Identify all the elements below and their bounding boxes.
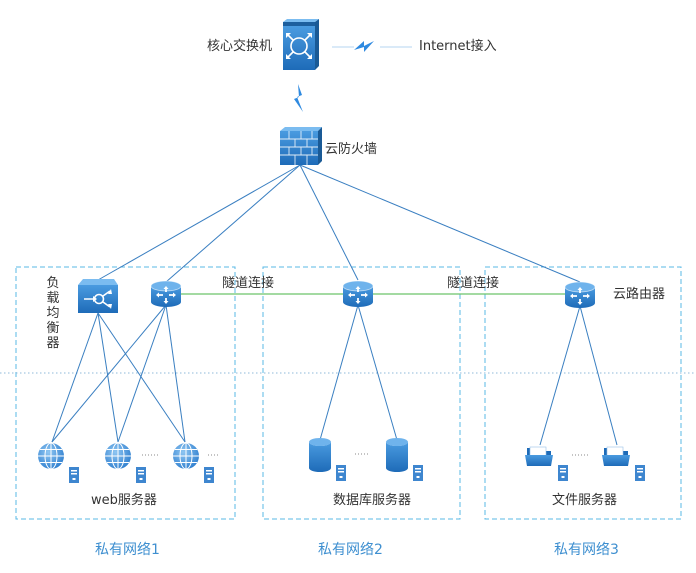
zone-private-network-3 (484, 266, 682, 520)
web-servers (37, 442, 218, 483)
server-tower-icon (204, 467, 214, 483)
core-switch-label: 核心交换机 (207, 39, 273, 54)
connection-lines (51, 164, 618, 446)
tunnel-label-1: 隧道连接 (222, 276, 275, 291)
folder-icon (524, 446, 554, 467)
load-balancer-label: 负载均衡器 (46, 276, 60, 351)
firewall-icon (280, 127, 322, 165)
zone-private-network-2 (262, 266, 461, 520)
private-network-3-label: 私有网络3 (554, 542, 619, 558)
globe-icon (104, 442, 132, 470)
server-tower-icon (558, 465, 568, 481)
router-icon (342, 280, 374, 308)
database-icon (386, 438, 408, 472)
file-servers-label: 文件服务器 (552, 493, 618, 508)
lightning-icon (332, 41, 412, 52)
lightning-icon (294, 84, 303, 112)
server-tower-icon (635, 465, 645, 481)
private-network-1-label: 私有网络1 (95, 542, 160, 558)
database-servers-label: 数据库服务器 (333, 493, 412, 508)
internet-label: Internet接入 (419, 39, 497, 54)
globe-icon (172, 442, 200, 470)
globe-icon (37, 442, 65, 470)
tunnel-label-2: 隧道连接 (447, 276, 500, 291)
folder-icon (601, 446, 631, 467)
server-tower-icon (69, 467, 79, 483)
database-servers (309, 438, 423, 481)
cloud-router-label: 云路由器 (613, 287, 666, 302)
zone-private-network-1 (15, 266, 236, 520)
web-servers-label: web服务器 (91, 493, 157, 508)
firewall-label: 云防火墙 (325, 142, 378, 157)
server-tower-icon (413, 465, 423, 481)
zones (15, 266, 682, 520)
router-icon (150, 280, 182, 308)
private-network-2-label: 私有网络2 (318, 542, 383, 558)
switch-icon (283, 19, 319, 70)
database-icon (309, 438, 331, 472)
server-tower-icon (336, 465, 346, 481)
load-balancer-icon (78, 279, 118, 313)
router-icon (564, 281, 596, 309)
file-servers (524, 446, 645, 481)
server-tower-icon (136, 467, 146, 483)
